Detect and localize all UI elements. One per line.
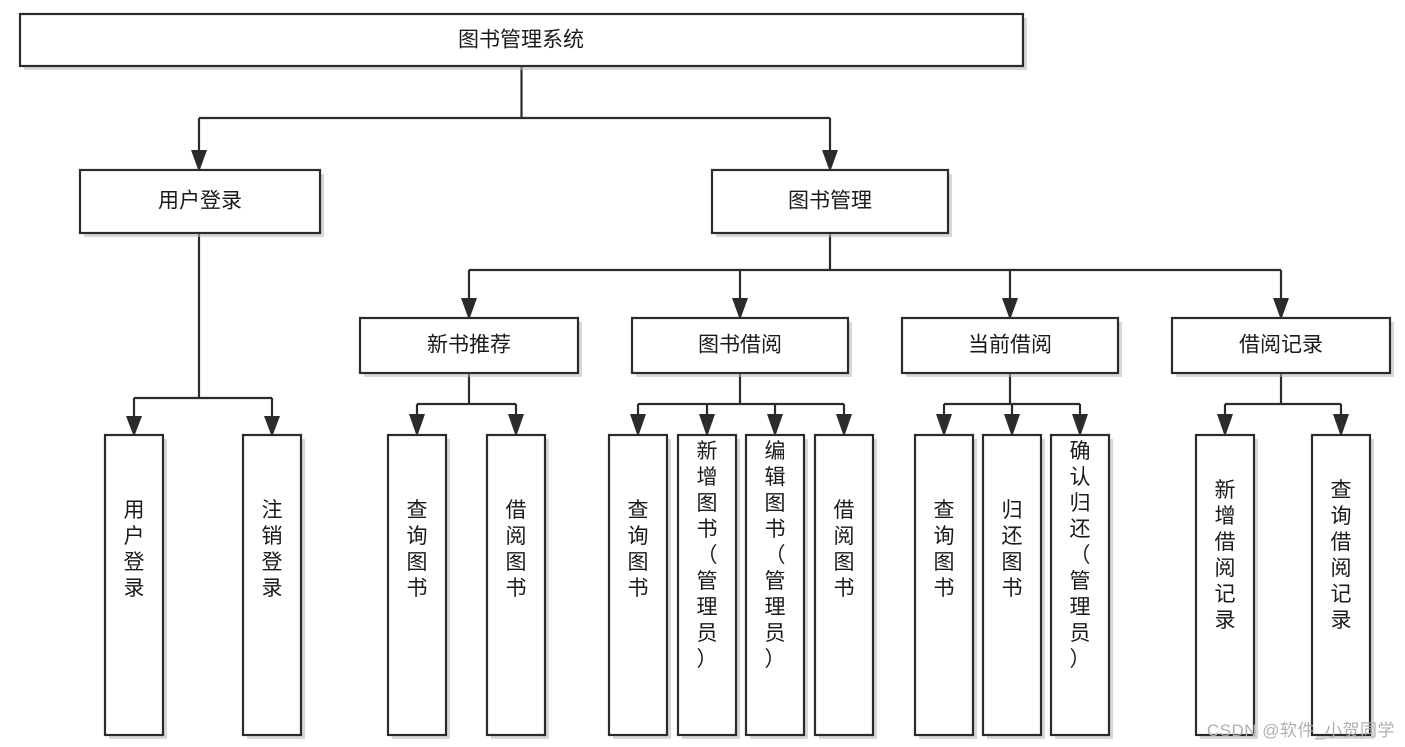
node-leaf12-box[interactable] <box>1194 433 1256 737</box>
node-leaf-borrow-book-1[interactable]: 借阅图书 <box>485 433 549 739</box>
node-leaf-query-borrow-record[interactable]: 查询借阅记录 <box>1310 433 1374 739</box>
arrowhead-leaf4 <box>508 414 524 437</box>
node-user-login-label: 用户登录 <box>158 190 242 213</box>
arrowhead-leaf10 <box>1004 414 1020 437</box>
node-leaf-edit-book[interactable]: 编辑图书（管理员） <box>744 433 808 739</box>
node-leaf-add-book[interactable]: 新增图书（管理员） <box>676 433 740 739</box>
node-leaf6-label: 新增图书（管理员） <box>697 440 718 671</box>
node-leaf9-label: 查询图书 <box>934 499 955 600</box>
arrowhead-leaf7 <box>767 414 783 437</box>
node-leaf2-box[interactable] <box>241 433 303 737</box>
node-leaf10-label: 归还图书 <box>1002 499 1023 600</box>
node-leaf11-box[interactable] <box>1049 433 1111 737</box>
node-current-borrow-box[interactable] <box>900 316 1120 375</box>
node-book-mgmt-label: 图书管理 <box>788 190 872 213</box>
arrowhead-leaf8 <box>836 414 852 437</box>
node-root-label: 图书管理系统 <box>458 29 584 52</box>
node-leaf-query-book-3[interactable]: 查询图书 <box>913 433 977 739</box>
node-leaf8-box[interactable] <box>813 433 875 737</box>
arrowhead-leaf5 <box>630 414 646 437</box>
node-root[interactable]: 图书管理系统 <box>18 12 1027 70</box>
node-root-box[interactable] <box>18 12 1025 68</box>
node-leaf-return-book[interactable]: 归还图书 <box>981 433 1045 739</box>
node-leaf-borrow-book-2[interactable]: 借阅图书 <box>813 433 877 739</box>
arrowhead-leaf3 <box>409 414 425 437</box>
node-current-borrow[interactable]: 当前借阅 <box>900 316 1122 377</box>
node-new-book-recommend[interactable]: 新书推荐 <box>358 316 582 377</box>
arrowhead-layer <box>126 150 1349 437</box>
node-leaf8-label: 借阅图书 <box>834 499 855 600</box>
node-book-borrow-box[interactable] <box>630 316 850 375</box>
arrowhead-leaf6 <box>699 414 715 437</box>
node-borrow-record-label: 借阅记录 <box>1239 334 1323 357</box>
node-new-book-recommend-label: 新书推荐 <box>427 334 511 357</box>
node-leaf2-label: 注销登录 <box>262 499 283 600</box>
node-leaf10-box[interactable] <box>981 433 1043 737</box>
node-leaf-logout[interactable]: 注销登录 <box>241 433 305 739</box>
node-layer: 图书管理系统 用户登录 图书管理 新书推荐 <box>18 12 1394 739</box>
node-new-book-recommend-box[interactable] <box>358 316 580 375</box>
node-leaf5-box[interactable] <box>607 433 669 737</box>
node-book-mgmt-box[interactable] <box>710 168 950 235</box>
node-borrow-record[interactable]: 借阅记录 <box>1170 316 1394 377</box>
node-leaf5-label: 查询图书 <box>628 499 649 600</box>
node-leaf9-box[interactable] <box>913 433 975 737</box>
node-leaf3-box[interactable] <box>386 433 448 737</box>
node-leaf4-box[interactable] <box>485 433 547 737</box>
node-current-borrow-label: 当前借阅 <box>968 334 1052 357</box>
node-leaf3-label: 查询图书 <box>407 499 428 600</box>
node-leaf-query-book-2[interactable]: 查询图书 <box>607 433 671 739</box>
csdn-watermark: CSDN @软件_小贺同学 <box>1206 721 1395 740</box>
arrowhead-leaf12 <box>1217 414 1233 437</box>
arrowhead-leaf2 <box>264 416 280 437</box>
node-leaf12-label: 新增借阅记录 <box>1215 479 1236 632</box>
node-borrow-record-box[interactable] <box>1170 316 1392 375</box>
arrowhead-book-borrow <box>732 298 748 320</box>
arrowhead-leaf11 <box>1072 414 1088 437</box>
node-leaf-confirm-return[interactable]: 确认归还（管理员） <box>1049 433 1113 739</box>
arrowhead-book-mgmt <box>822 150 838 172</box>
node-user-login-box[interactable] <box>78 168 322 235</box>
node-leaf1-label: 用户登录 <box>124 499 145 600</box>
arrowhead-leaf9 <box>936 414 952 437</box>
node-leaf-query-book-1[interactable]: 查询图书 <box>386 433 450 739</box>
arrowhead-new-book <box>461 298 477 320</box>
node-leaf4-label: 借阅图书 <box>506 499 527 600</box>
node-leaf13-box[interactable] <box>1310 433 1372 737</box>
node-leaf7-label: 编辑图书（管理员） <box>765 440 786 671</box>
arrowhead-leaf13 <box>1333 414 1349 437</box>
arrowhead-current-borrow <box>1002 298 1018 320</box>
node-book-borrow-label: 图书借阅 <box>698 334 782 357</box>
node-leaf11-label: 确认归还（管理员） <box>1070 440 1091 671</box>
node-leaf-add-borrow-record[interactable]: 新增借阅记录 <box>1194 433 1258 739</box>
node-leaf13-label: 查询借阅记录 <box>1331 479 1352 632</box>
arrowhead-user-login <box>191 150 207 172</box>
node-leaf1-box[interactable] <box>103 433 165 737</box>
node-book-borrow[interactable]: 图书借阅 <box>630 316 852 377</box>
node-leaf6-box[interactable] <box>676 433 738 737</box>
arrowhead-leaf1 <box>126 416 142 437</box>
node-leaf-user-login[interactable]: 用户登录 <box>103 433 167 739</box>
arrowhead-borrow-record <box>1273 298 1289 320</box>
node-book-mgmt[interactable]: 图书管理 <box>710 168 952 237</box>
node-leaf7-box[interactable] <box>744 433 806 737</box>
node-user-login[interactable]: 用户登录 <box>78 168 324 237</box>
